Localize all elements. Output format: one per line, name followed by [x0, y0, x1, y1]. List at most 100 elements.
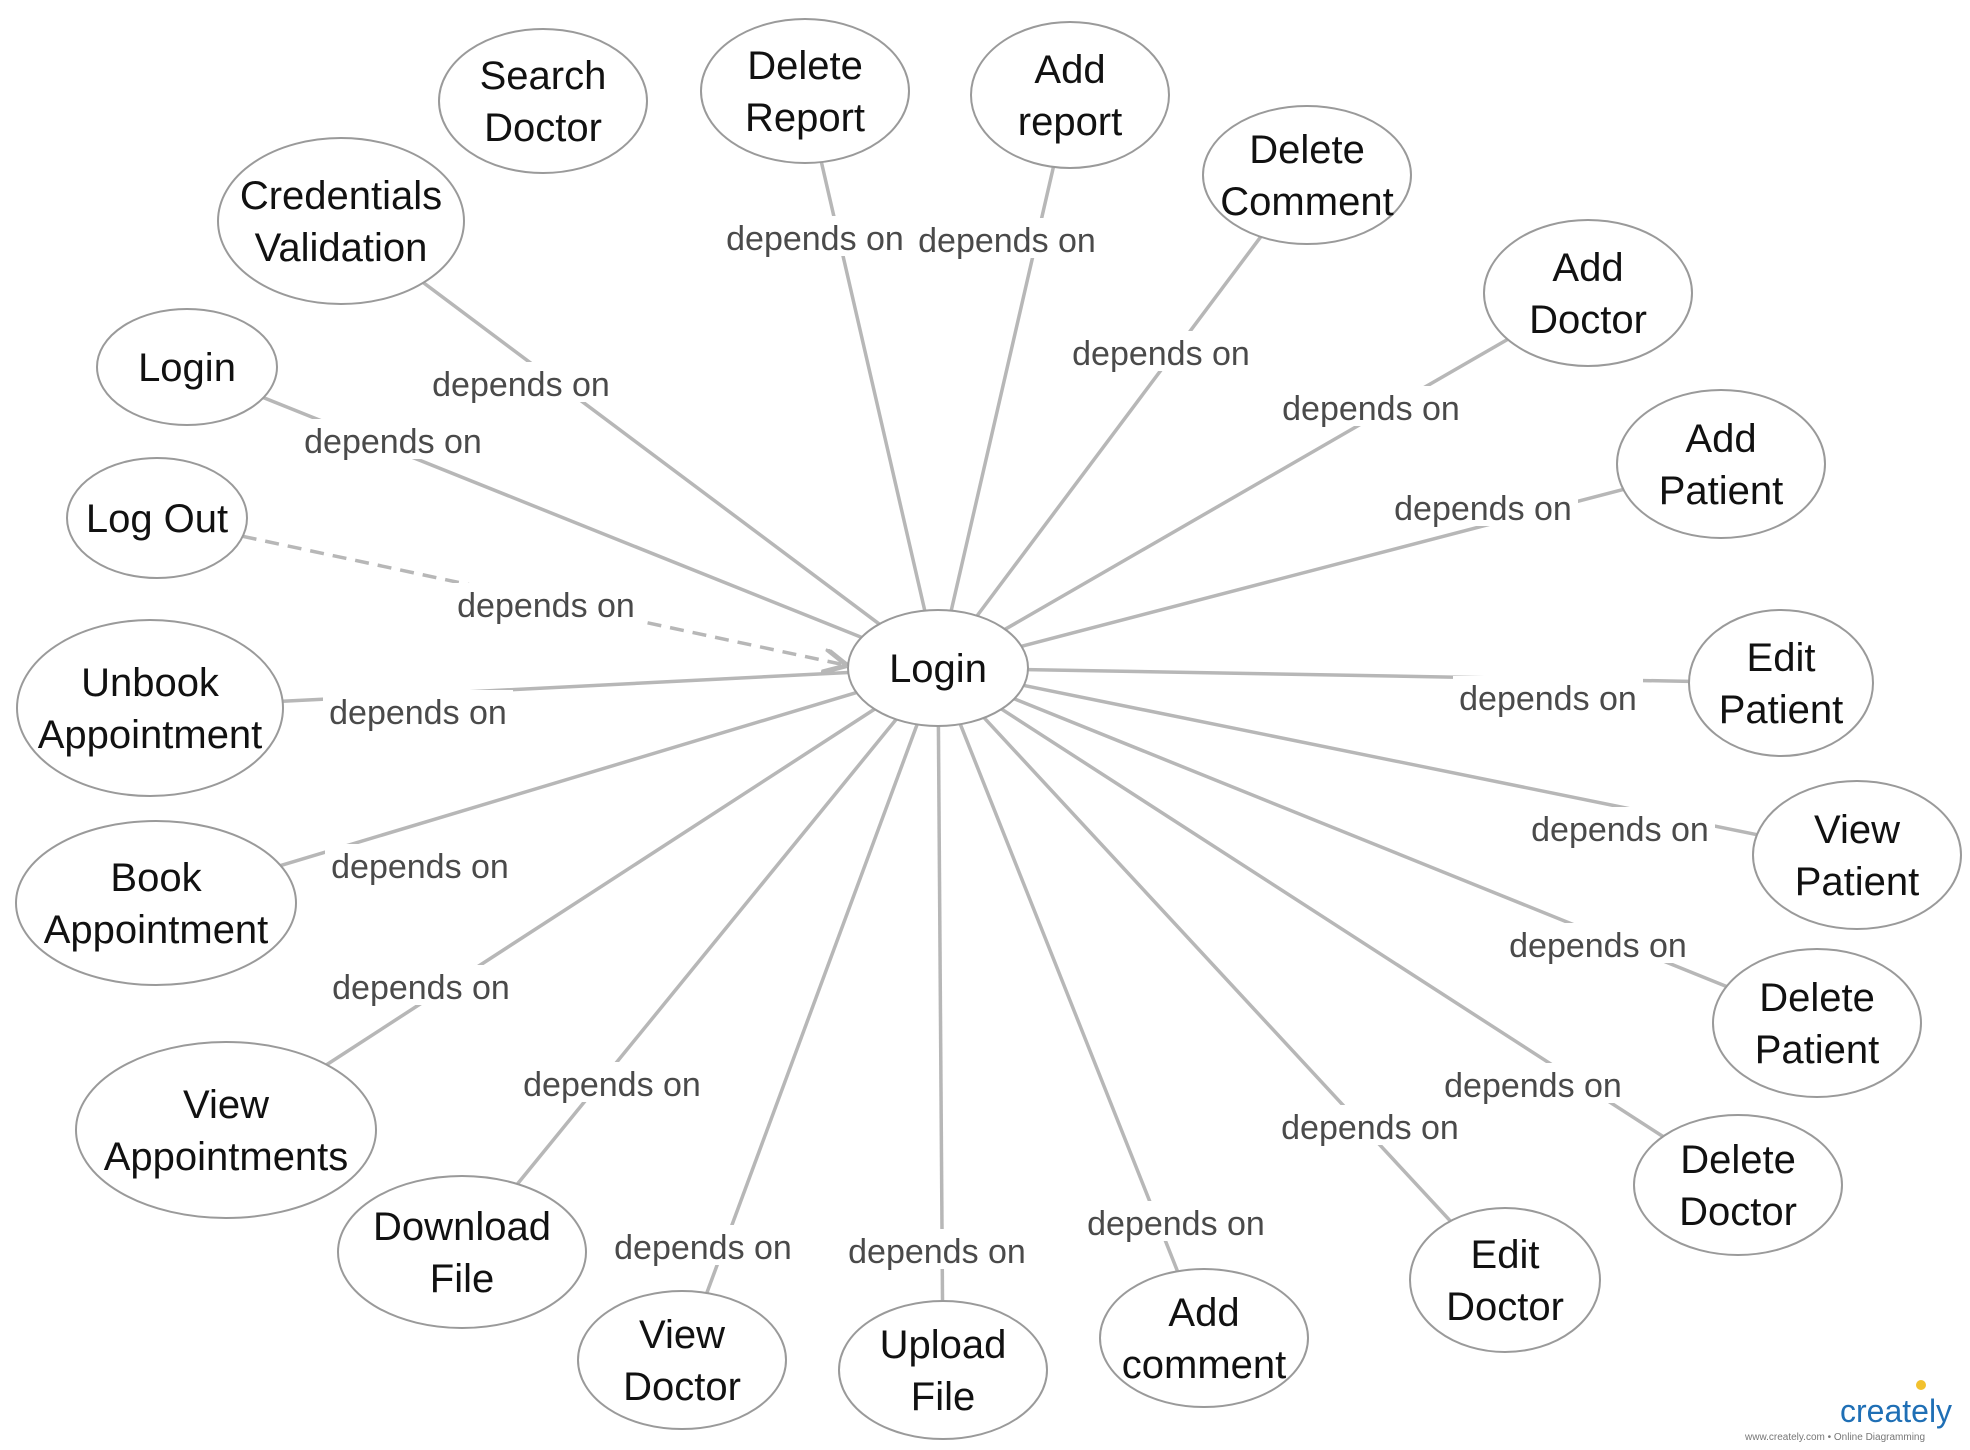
node-ellipse: [337, 1175, 587, 1329]
edge-label: depends on: [726, 220, 904, 258]
edge-add-comment: depends on: [958, 723, 1271, 1272]
node-ellipse: [1202, 105, 1412, 245]
edge-login: depends on: [262, 396, 863, 639]
edge-label: depends on: [332, 969, 510, 1007]
edge-line-view-appointments: [325, 707, 876, 1067]
edge-label-bg: [720, 216, 910, 256]
edge-label-bg: [1275, 1105, 1465, 1145]
edge-label-bg: [426, 362, 616, 402]
node-ellipse: [15, 820, 297, 986]
edge-unbook-appointment: depends on: [282, 670, 849, 732]
node-label: Login: [889, 647, 987, 691]
edge-label-bg: [1276, 386, 1466, 426]
node-label: Delete: [1759, 976, 1875, 1020]
node-label: Download: [373, 1205, 551, 1249]
edge-download-file: depends on: [516, 718, 898, 1186]
edge-label: depends on: [1087, 1205, 1265, 1243]
node-ellipse: [1752, 780, 1962, 930]
node-ellipse: [75, 1041, 377, 1219]
edge-label-bg: [1503, 923, 1693, 963]
edge-label-bg: [298, 419, 488, 459]
edge-label: depends on: [918, 222, 1096, 260]
node-label: Patient: [1755, 1028, 1880, 1072]
node-ellipse: [838, 1300, 1048, 1440]
edge-label: depends on: [304, 423, 482, 461]
node-label: Log Out: [86, 497, 228, 541]
edge-line-view-doctor: [705, 723, 919, 1294]
edge-label: depends on: [432, 366, 610, 404]
edge-label: depends on: [1281, 1109, 1459, 1147]
edge-credentials-validation: depends on: [422, 281, 881, 626]
node-ellipse: [1483, 219, 1693, 367]
node-label: File: [911, 1375, 975, 1419]
node-log-out[interactable]: Log Out: [66, 457, 248, 579]
node-label: Add: [1552, 246, 1623, 290]
edge-label: depends on: [848, 1233, 1026, 1271]
edge-label: depends on: [1394, 490, 1572, 528]
node-label: Doctor: [1679, 1190, 1797, 1234]
node-label: Book: [110, 856, 202, 900]
node-ellipse: [1633, 1114, 1843, 1256]
node-label: Edit: [1747, 636, 1816, 680]
node-label: Comment: [1220, 180, 1393, 224]
node-label: Credentials: [240, 174, 442, 218]
node-ellipse: [1712, 948, 1922, 1098]
node-ellipse: [96, 308, 278, 426]
node-ellipse: [700, 18, 910, 164]
edge-edit-patient: depends on: [1027, 667, 1690, 718]
node-label: Report: [745, 96, 865, 140]
logo-tagline: www.creately.com • Online Diagramming: [1744, 1432, 1925, 1443]
edge-label-bg: [1453, 676, 1643, 716]
edge-view-appointments: depends on: [325, 707, 876, 1067]
edge-label-bg: [1388, 486, 1578, 526]
edge-label: depends on: [1072, 335, 1250, 373]
node-label: Doctor: [484, 106, 602, 150]
logo-text: creately: [1840, 1393, 1952, 1429]
node-login[interactable]: Login: [96, 308, 278, 426]
edges-layer: depends on depends on depends on depends on…: [242, 161, 1758, 1302]
edge-label: depends on: [331, 848, 509, 886]
edge-label: depends on: [1282, 390, 1460, 428]
edge-delete-comment: depends on: [975, 235, 1263, 617]
node-label: Add: [1685, 417, 1756, 461]
edge-label: depends on: [457, 587, 635, 625]
node-label: Delete: [747, 44, 863, 88]
node-label: Doctor: [1446, 1285, 1564, 1329]
nodes-layer: SearchDoctorDeleteReportAddreportDeleteC…: [15, 18, 1962, 1440]
node-center[interactable]: Login: [847, 609, 1029, 727]
node-ellipse: [66, 457, 248, 579]
edge-label-bg: [451, 583, 641, 623]
edge-add-patient: depends on: [1020, 486, 1624, 648]
edge-label-bg: [1438, 1063, 1628, 1103]
edge-label: depends on: [1444, 1067, 1622, 1105]
node-label: Patient: [1719, 688, 1844, 732]
node-label: Appointments: [104, 1135, 349, 1179]
edge-label: depends on: [1459, 680, 1637, 718]
creately-logo: creately www.creately.com • Online Diagr…: [1744, 1380, 1952, 1443]
lightbulb-icon: [1916, 1380, 1926, 1390]
edge-line-delete-comment: [975, 235, 1263, 617]
node-ellipse: [1409, 1207, 1601, 1353]
node-label: Validation: [255, 226, 428, 270]
edge-label: depends on: [523, 1066, 701, 1104]
edge-add-report: depends on: [912, 166, 1102, 612]
